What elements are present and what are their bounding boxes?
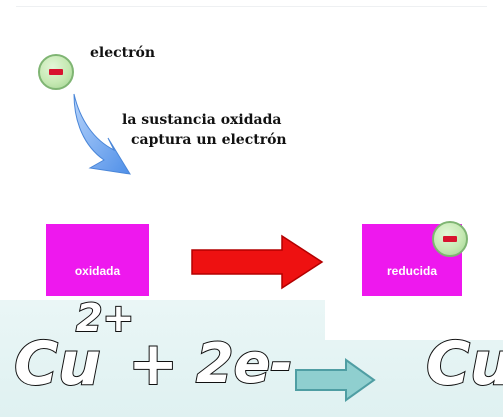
electron-minus-icon (432, 221, 468, 257)
right-arrow-outline-icon (295, 358, 376, 402)
top-strip (0, 0, 503, 12)
reactant-symbol: Cu (13, 329, 102, 399)
plus-sign: + (127, 329, 179, 399)
annotation-line-1: la sustancia oxidada (122, 112, 282, 128)
electron-label: electrón (90, 45, 156, 61)
minus-sign (49, 69, 63, 75)
oxidized-label: oxidada (74, 264, 121, 278)
reduced-label: reducida (386, 264, 437, 278)
oxidized-box: oxidada (46, 224, 149, 296)
electrons-term: 2e- (195, 331, 294, 396)
electron-minus-icon (38, 54, 74, 90)
equation-panel (0, 300, 503, 417)
curved-arrow-down-icon (73, 93, 131, 175)
annotation-line-2: captura un electrón (131, 132, 287, 148)
right-arrow-icon (191, 234, 324, 290)
reduced-box: reducida (362, 224, 462, 296)
charge-superscript: 2+ (75, 295, 135, 341)
minus-sign (443, 236, 457, 242)
product-symbol: Cu (425, 329, 503, 399)
